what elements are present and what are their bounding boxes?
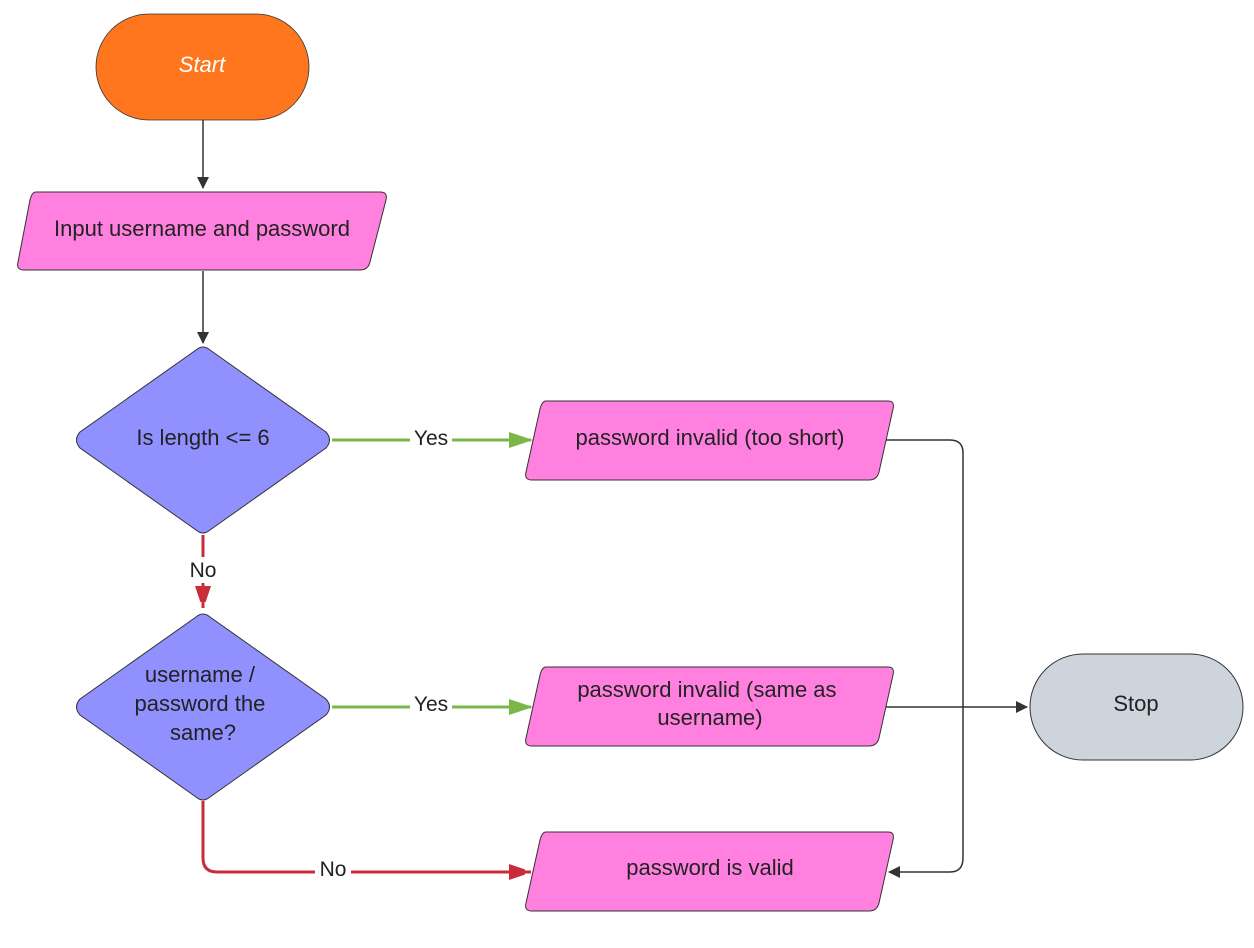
decision-length-label: Is length <= 6 — [136, 425, 269, 450]
output-same-label: password invalid (same as username) — [577, 677, 842, 730]
decision-same-shape — [76, 613, 330, 801]
edge-label-length-yes: Yes — [414, 427, 448, 450]
input-label: Input username and password — [54, 216, 350, 241]
edge-labels: Yes No Yes No — [185, 426, 452, 883]
decision-same-label: username / password the same? — [135, 662, 272, 745]
output-same-line-1: password invalid (same as — [577, 677, 836, 702]
output-valid: password is valid — [525, 831, 894, 912]
input-shape — [17, 191, 387, 271]
decision-same-line-2: password the — [135, 691, 266, 716]
start-label: Start — [179, 52, 226, 77]
output-same-line-2: username) — [657, 705, 762, 730]
decision-length: Is length <= 6 — [76, 346, 330, 534]
start-shape — [95, 13, 310, 121]
output-valid-label: password is valid — [626, 855, 794, 880]
stop-label: Stop — [1113, 691, 1158, 716]
edge-label-same-yes: Yes — [414, 693, 448, 716]
decision-same-line-1: username / — [145, 662, 256, 687]
decision-length-shape — [76, 346, 330, 534]
decision-same-line-3: same? — [170, 720, 236, 745]
input-node: Input username and password — [17, 191, 387, 271]
decision-same: username / password the same? — [76, 613, 330, 801]
output-too-short-shape — [525, 400, 894, 481]
start-terminator: Start — [95, 13, 310, 121]
stop-terminator: Stop — [1029, 653, 1244, 761]
edge-label-length-no: No — [190, 559, 217, 582]
connector-same-no — [201, 801, 531, 872]
output-same-shape — [525, 666, 894, 747]
edge-label-same-no: No — [320, 858, 347, 881]
output-too-short-label: password invalid (too short) — [575, 425, 844, 450]
stop-shape — [1029, 653, 1244, 761]
output-valid-shape — [525, 831, 894, 912]
connector-too-short-to-valid — [886, 439, 964, 878]
output-same-as-username: password invalid (same as username) — [525, 666, 894, 747]
output-too-short: password invalid (too short) — [525, 400, 894, 481]
